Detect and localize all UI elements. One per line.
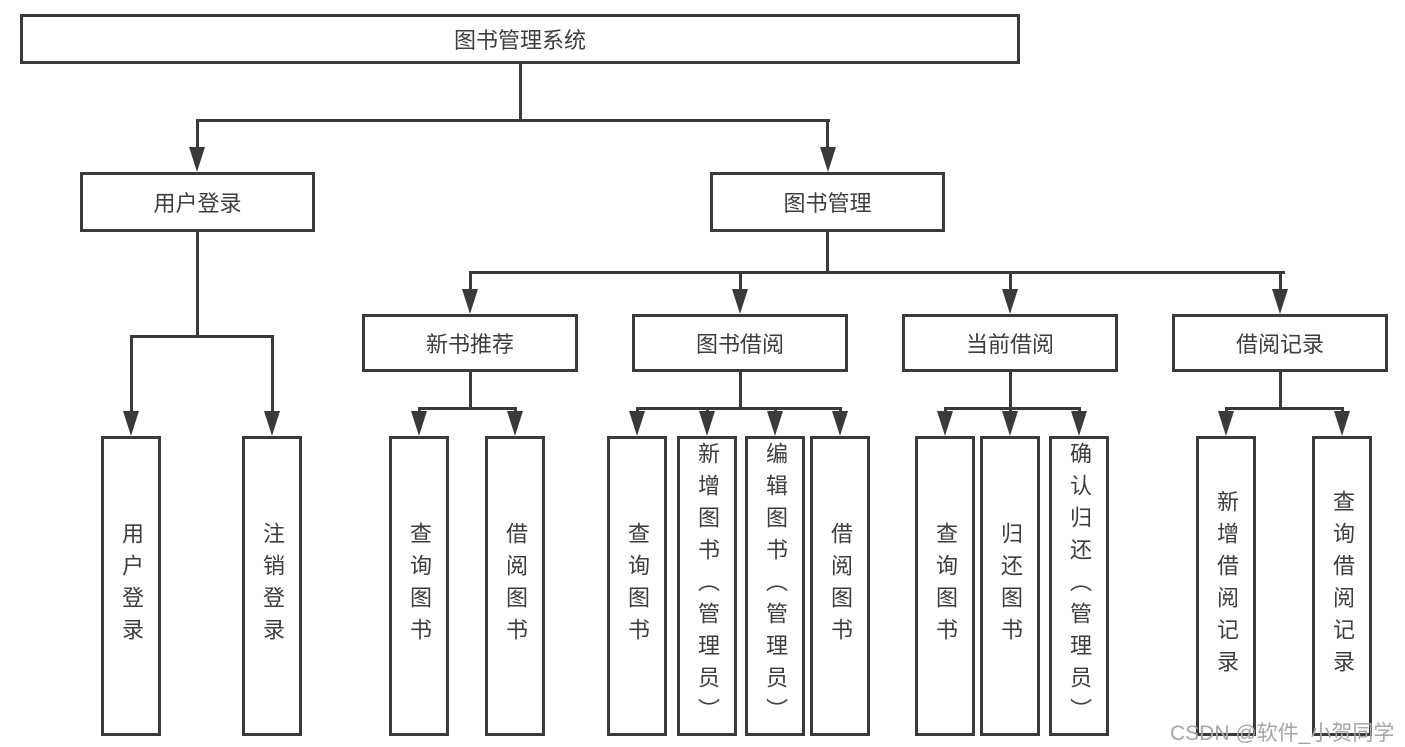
arrow-line-current-borrow [1009,271,1012,293]
arrow-down-icon [462,289,478,314]
node-label: 用户登录 [153,191,242,216]
arrow-down-icon [1218,411,1234,436]
leaf-current-return-books: 归还图书 [980,436,1040,736]
connector-book-borrow-stem [739,370,742,408]
connector-user-login-stem [196,230,199,336]
node-label: 图书管理系统 [453,28,586,53]
connector-level3-hbar [469,271,1285,274]
connector-book-borrow-hbar [636,407,842,410]
connector-new-books-hbar [418,407,517,410]
node-root: 图书管理系统 [20,14,1020,64]
leaf-label: 查询图书 [625,522,650,650]
arrow-line-new-books [469,271,472,293]
arrow-down-icon [832,411,848,436]
node-book-borrow: 图书借阅 [632,314,848,372]
leaf-records-add-record: 新增借阅记录 [1196,436,1256,736]
leaf-current-query-books: 查询图书 [915,436,975,736]
leaf-borrow-add-books-admin: 新增图书（管理员） [677,436,737,736]
leaf-label: 查询图书 [407,522,432,650]
node-label: 借阅记录 [1235,332,1324,357]
connector-new-books-stem [469,370,472,408]
watermark: CSDN @软件_小贺同学 [1170,722,1395,745]
leaf-label: 借阅图书 [828,522,853,650]
arrow-down-icon [732,289,748,314]
arrow-down-icon [264,411,280,436]
arrow-line-leaf [271,335,274,413]
arrow-line-book-borrow [739,271,742,293]
arrow-down-icon [189,147,205,172]
arrow-line-leaf [130,335,133,413]
leaf-newbooks-query-books: 查询图书 [389,436,449,736]
arrow-down-icon [1071,411,1087,436]
arrow-down-icon [699,411,715,436]
arrow-down-icon [1002,289,1018,314]
arrow-down-icon [507,411,523,436]
connector-current-borrow-hbar [944,407,1081,410]
arrow-down-icon [820,147,836,172]
node-label: 图书借阅 [695,332,784,357]
leaf-logout: 注销登录 [242,436,302,736]
leaf-borrow-edit-books-admin: 编辑图书（管理员） [745,436,805,736]
arrow-down-icon [1002,411,1018,436]
node-borrow-records: 借阅记录 [1172,314,1388,372]
leaf-current-confirm-return-admin: 确认归还（管理员） [1049,436,1109,736]
arrow-down-icon [123,411,139,436]
connector-current-borrow-stem [1009,370,1012,408]
leaf-label: 确认归还（管理员） [1067,442,1092,730]
node-label: 当前借阅 [965,332,1054,357]
leaf-borrow-borrow-books: 借阅图书 [810,436,870,736]
leaf-label: 归还图书 [998,522,1023,650]
leaf-label: 编辑图书（管理员） [763,442,788,730]
arrow-line-borrow-records [1279,271,1282,293]
node-label: 图书管理 [783,191,872,216]
arrow-down-icon [767,411,783,436]
leaf-label: 查询借阅记录 [1330,490,1355,682]
node-new-book-recommend: 新书推荐 [362,314,578,372]
leaf-records-query-record: 查询借阅记录 [1312,436,1372,736]
connector-root-hbar [196,119,830,122]
arrow-down-icon [411,411,427,436]
node-label: 新书推荐 [425,332,514,357]
connector-borrow-records-stem [1279,370,1282,408]
leaf-label: 查询图书 [933,522,958,650]
arrow-down-icon [937,411,953,436]
node-book-management: 图书管理 [710,172,945,232]
leaf-label: 用户登录 [119,522,144,650]
arrow-line-user-login [196,119,199,150]
node-user-login: 用户登录 [80,172,315,232]
leaf-label: 新增借阅记录 [1214,490,1239,682]
leaf-label: 注销登录 [260,522,285,650]
arrow-line-book-management [826,119,829,150]
connector-borrow-records-hbar [1225,407,1344,410]
connector-root-stem [519,64,522,120]
arrow-down-icon [1272,289,1288,314]
leaf-label: 新增图书（管理员） [695,442,720,730]
connector-user-login-hbar [130,335,274,338]
arrow-down-icon [629,411,645,436]
leaf-borrow-query-books: 查询图书 [607,436,667,736]
connector-book-management-stem [826,230,829,272]
node-current-borrow: 当前借阅 [902,314,1118,372]
leaf-user-login: 用户登录 [101,436,161,736]
leaf-newbooks-borrow-books: 借阅图书 [485,436,545,736]
arrow-down-icon [1334,411,1350,436]
leaf-label: 借阅图书 [503,522,528,650]
